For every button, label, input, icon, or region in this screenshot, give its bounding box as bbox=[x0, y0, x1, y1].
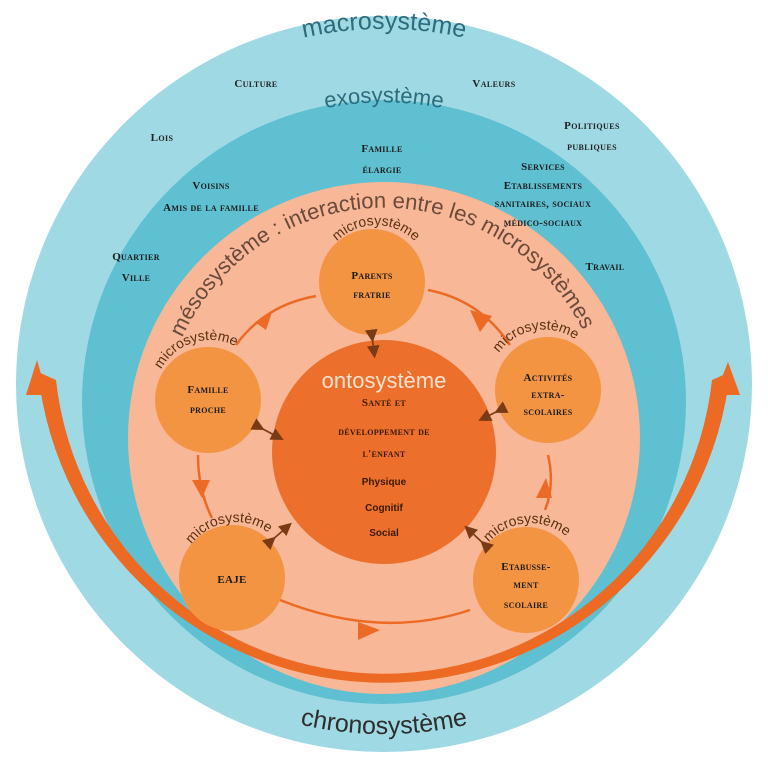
exo-item-amis: Amis de la famille bbox=[163, 202, 259, 214]
onto-line-3: l'enfant bbox=[362, 448, 405, 460]
macro-item-valeurs: Valeurs bbox=[472, 78, 515, 90]
exo-item-etablissements: Etablissements bbox=[504, 180, 583, 192]
onto-line-1: Santé et bbox=[362, 397, 407, 409]
micro-circle-activites bbox=[495, 337, 601, 443]
micro-activites-line1: Activités bbox=[524, 372, 573, 384]
link-eaje-center bbox=[261, 522, 292, 551]
link-etab-center bbox=[464, 525, 495, 555]
micro-etab-line2: ment bbox=[513, 579, 539, 591]
micro-famille-line2: proche bbox=[190, 404, 226, 416]
micro-circle-etablissement bbox=[473, 527, 579, 633]
chronosystem-left-arrowhead bbox=[26, 360, 47, 395]
exo-item-voisins: Voisins bbox=[192, 180, 229, 192]
exo-item-services: Services bbox=[521, 161, 565, 173]
onto-line-2: développement de bbox=[338, 426, 430, 438]
macro-item-lois: Lois bbox=[151, 132, 174, 144]
exo-item-medico: médico-sociaux bbox=[504, 217, 583, 229]
cycle-arrowhead-1 bbox=[255, 312, 272, 330]
micro-activites-line3: scolaires bbox=[524, 406, 573, 418]
macro-item-culture: Culture bbox=[234, 78, 277, 90]
macro-item-publiques: publiques bbox=[567, 141, 617, 153]
exo-item-sanitaires: sanitaires, sociaux bbox=[495, 198, 591, 210]
cycle-arrowhead-2 bbox=[192, 480, 210, 498]
cycle-arrowhead-4 bbox=[536, 478, 552, 498]
exo-item-quartier: Quartier bbox=[112, 251, 160, 263]
micro-circle-eaje bbox=[179, 525, 285, 631]
macro-item-politiques: Politiques bbox=[564, 120, 620, 132]
micro-circle-parents bbox=[319, 229, 425, 335]
cycle-arrow-5 bbox=[427, 288, 512, 346]
onto-sub-cognitif: Cognitif bbox=[365, 503, 403, 514]
exo-item-travail: Travail bbox=[586, 261, 625, 273]
micro-parents-line1: Parents bbox=[351, 270, 393, 282]
onto-sub-social: Social bbox=[369, 528, 399, 539]
exo-item-elargie: élargie bbox=[363, 164, 402, 176]
micro-etab-line1: Etabusse- bbox=[501, 561, 551, 573]
micro-activites-line2: extra- bbox=[531, 389, 565, 401]
chronosystem-right-arrowhead bbox=[715, 362, 740, 395]
cycle-arrowhead-5 bbox=[470, 310, 492, 332]
micro-etab-line3: scolaire bbox=[504, 599, 548, 611]
link-famille-center bbox=[250, 418, 284, 440]
ontosystem-circle bbox=[272, 340, 496, 564]
micro-eaje-line1: EAJE bbox=[217, 574, 246, 586]
onto-sub-physique: Physique bbox=[362, 477, 407, 488]
cycle-arrow-1 bbox=[234, 294, 317, 346]
exo-item-ville: Ville bbox=[122, 272, 151, 284]
micro-circle-famille-proche bbox=[155, 347, 261, 453]
micro-famille-line1: Famille bbox=[187, 384, 228, 396]
ontosystem-title: ontosystème bbox=[322, 368, 447, 393]
cycle-arrow-4 bbox=[543, 454, 553, 511]
link-parents-center bbox=[364, 328, 380, 359]
exo-item-famille: Famille bbox=[361, 143, 402, 155]
cycle-arrowhead-3 bbox=[358, 622, 380, 640]
micro-parents-line2: fratrie bbox=[353, 289, 391, 301]
cycle-arrow-3 bbox=[279, 598, 471, 625]
link-activites-center bbox=[478, 401, 509, 421]
